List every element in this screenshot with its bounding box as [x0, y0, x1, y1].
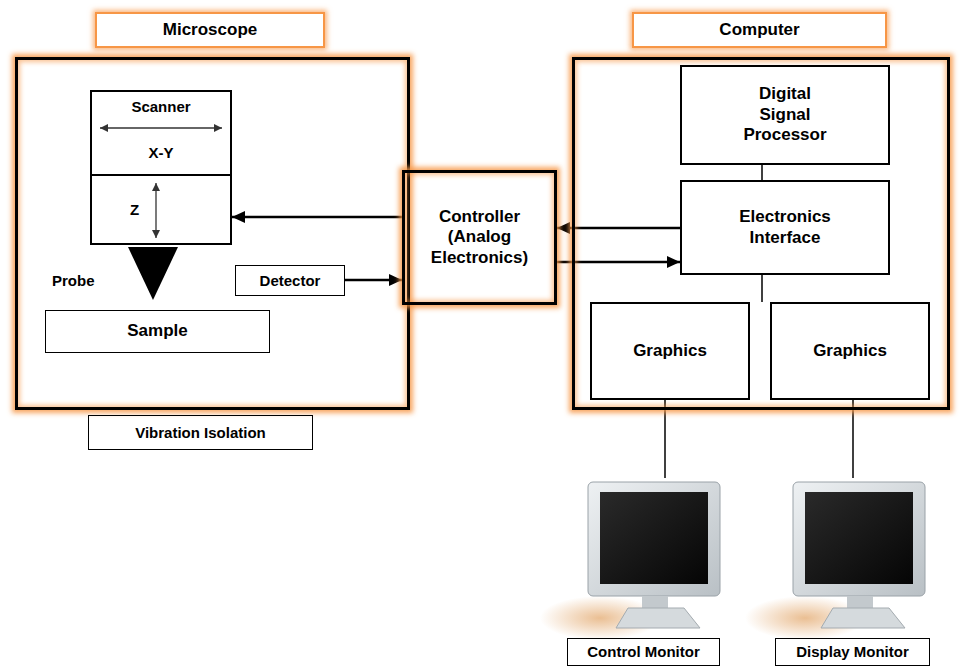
- box-label: Display Monitor: [796, 643, 909, 661]
- controller-box: Controller (Analog Electronics): [402, 170, 557, 305]
- box-label: Controller (Analog Electronics): [421, 207, 539, 268]
- box-label: Control Monitor: [587, 643, 699, 661]
- z-scanner-box: Z: [90, 174, 232, 245]
- connector-line: [761, 165, 763, 180]
- monitor: Display Monitor: [755, 478, 965, 666]
- control-monitor-picture: [540, 482, 720, 640]
- monitor-label-box: Display Monitor: [775, 638, 930, 666]
- monitor-screen: [805, 492, 913, 584]
- box-label: Sample: [127, 321, 187, 341]
- display-monitor-picture: [745, 482, 925, 640]
- bus-line: [761, 275, 763, 302]
- sample-box: Sample: [45, 310, 270, 353]
- processor-box: Digital Signal Processor: [680, 65, 890, 165]
- signal-arrow: [232, 216, 402, 219]
- box-label: Graphics: [813, 341, 887, 361]
- probe-tip: [128, 247, 178, 300]
- z-motion-arrow: [155, 183, 156, 238]
- monitor-base: [616, 608, 700, 628]
- monitor-label-box: Control Monitor: [567, 638, 720, 666]
- monitor-bezel: [793, 482, 925, 596]
- monitor-screen: [600, 492, 708, 584]
- microscope-frame: ScannerX-YZDetectorSampleMicroscope: [15, 57, 410, 410]
- heading-tab: Microscope: [95, 12, 325, 48]
- signal-arrow: [557, 261, 680, 264]
- signal-arrow: [345, 279, 402, 282]
- connector-line: [664, 400, 666, 478]
- graphics-box: Graphics: [770, 302, 930, 400]
- computer-frame: Digital Signal ProcessorElectronics Inte…: [572, 57, 950, 410]
- heading-text: Computer: [719, 20, 799, 40]
- monitor: Control Monitor: [540, 478, 750, 666]
- scanner-box: ScannerX-Y: [90, 90, 232, 176]
- heading-text: Microscope: [163, 20, 257, 40]
- xy-motion-arrow: [100, 127, 222, 128]
- monitor-base: [821, 608, 905, 628]
- label-holder: Probe: [52, 272, 95, 290]
- box-label: Z: [130, 201, 139, 219]
- signal-arrow: [557, 227, 680, 230]
- graphics-box: Graphics: [590, 302, 750, 400]
- vibration-isolation-box: Vibration Isolation: [88, 415, 313, 450]
- box-label: Detector: [260, 272, 321, 290]
- interface-box: Electronics Interface: [680, 180, 890, 275]
- connector-line: [852, 400, 854, 478]
- monitor-bezel: [588, 482, 720, 596]
- part-label: Probe: [52, 272, 95, 290]
- box-label: Digital Signal Processor: [733, 84, 838, 145]
- box-label: Electronics Interface: [720, 207, 850, 248]
- box-label: X-Y: [148, 144, 173, 162]
- box-label: Scanner: [131, 98, 190, 116]
- heading-tab: Computer: [632, 12, 887, 48]
- box-label: Vibration Isolation: [135, 424, 266, 442]
- box-label: Graphics: [633, 341, 707, 361]
- detector-box: Detector: [235, 265, 345, 296]
